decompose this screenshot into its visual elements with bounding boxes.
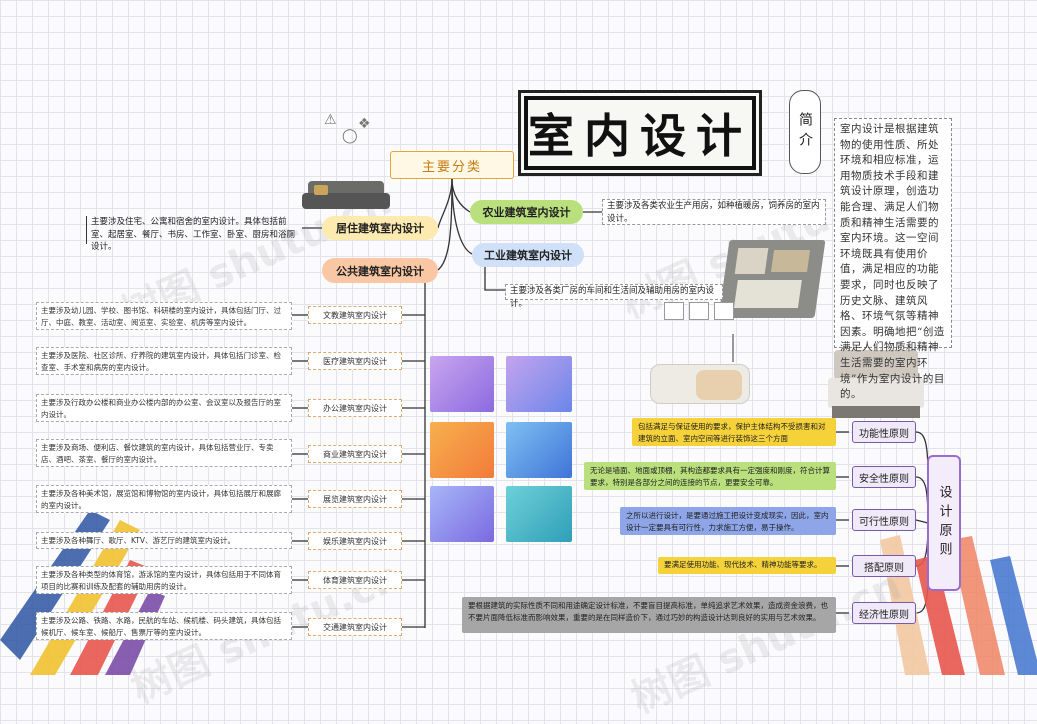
sub-note-office: 主要涉及行政办公楼和商业办公楼内部的办公室、会议室以及报告厅的室内设计。 [36,394,292,422]
sub-node-office[interactable]: 办公建筑室内设计 [308,399,402,417]
node-industrial[interactable]: 工业建筑室内设计 [472,243,584,267]
armchair-illustration [640,334,770,416]
bed-illustration [828,350,924,420]
sub-node-exhibition[interactable]: 展览建筑室内设计 [308,490,402,508]
principle-safety[interactable]: 安全性原则 [852,466,916,488]
sub-node-medical[interactable]: 医疗建筑室内设计 [308,352,402,370]
principle-functional[interactable]: 功能性原则 [852,421,916,443]
sub-node-entertainment[interactable]: 娱乐建筑室内设计 [308,532,402,550]
node-agricultural[interactable]: 农业建筑室内设计 [470,200,583,224]
principle-feasibility[interactable]: 可行性原则 [852,509,916,531]
node-residential[interactable]: 居住建筑室内设计 [322,216,438,240]
principle-note-safety: 无论是墙面、地面或顶棚，其构造都要求具有一定强度和刚度，符合计算要求，特别是各部… [584,462,836,490]
principle-note-matching: 要满足使用功能、现代技术、精神功能等要求。 [658,557,836,574]
principle-matching[interactable]: 搭配原则 [852,555,916,577]
intro-label: 简介 [789,90,821,174]
root-node-main-categories[interactable]: 主要分类 [390,151,514,179]
principle-note-functional: 包括满足与保证使用的要求，保护主体结构不受损害和对建筑的立面、室内空间等进行装饰… [632,418,836,446]
note-industrial: 主要涉及各类厂房的车间和生活间及辅助用房的室内设计。 [505,284,723,309]
sub-note-commercial: 主要涉及商场、便利店、餐饮建筑的室内设计，具体包括营业厅、专卖店、酒吧、茶室、餐… [36,439,292,467]
note-agricultural: 主要涉及各类农业生产用房，如种植暖房，饲养房的室内设计。 [602,199,826,225]
sub-node-sports[interactable]: 体育建筑室内设计 [308,571,402,589]
page-title: 室内设计 [524,96,756,170]
sub-note-cultural: 主要涉及幼儿园、学校、图书馆、科研楼的室内设计，具体包括门厅、过厅、中庭、教室、… [36,302,292,330]
sub-note-entertainment: 主要涉及各种舞厅、歌厅、KTV、游艺厅的建筑室内设计。 [36,532,292,549]
node-public[interactable]: 公共建筑室内设计 [322,258,438,283]
thumbnail-row [664,302,736,322]
room-illustrations [428,356,578,544]
principle-economy[interactable]: 经济性原则 [852,602,916,624]
note-residential: 主要涉及住宅、公寓和宿舍的室内设计。具体包括前室、起居室、餐厅、书房、工作室、卧… [86,216,302,252]
sub-node-cultural[interactable]: 文教建筑室内设计 [308,306,402,324]
sub-note-medical: 主要涉及医院、社区诊所、疗养院的建筑室内设计，具体包括门诊室、检查室、手术室和病… [36,347,292,375]
intro-text: 室内设计是根据建筑物的使用性质、所处环境和相应标准，运用物质技术手段和建筑设计原… [834,118,952,400]
sub-node-commercial[interactable]: 商业建筑室内设计 [308,445,402,463]
sub-note-transport: 主要涉及公路、铁路、水路，民航的车站、候机楼、码头建筑，具体包括候机厅、候车室、… [36,612,292,640]
sofa-illustration [300,175,392,215]
wall-decor-illustration: ⚠ ◯ ❖ [324,112,371,144]
principle-note-feasibility: 之所以进行设计，是要通过施工把设计变成现实，因此，室内设计一定要具有可行性，力求… [620,507,836,535]
design-principles-label[interactable]: 设计原则 [927,455,961,591]
sub-node-transport[interactable]: 交通建筑室内设计 [308,618,402,636]
sub-note-exhibition: 主要涉及各种美术馆，展览馆和博物馆的室内设计，具体包括展厅和展廊的室内设计。 [36,485,292,513]
sub-note-sports: 主要涉及各种类型的体育馆，游泳馆的室内设计，具体包括用于不同体育项目的比赛和训练… [36,566,292,594]
principle-note-economy: 要根据建筑的实际性质不同和用途确定设计标准，不要盲目提高标准，单纯追求艺术效果，… [462,597,836,633]
